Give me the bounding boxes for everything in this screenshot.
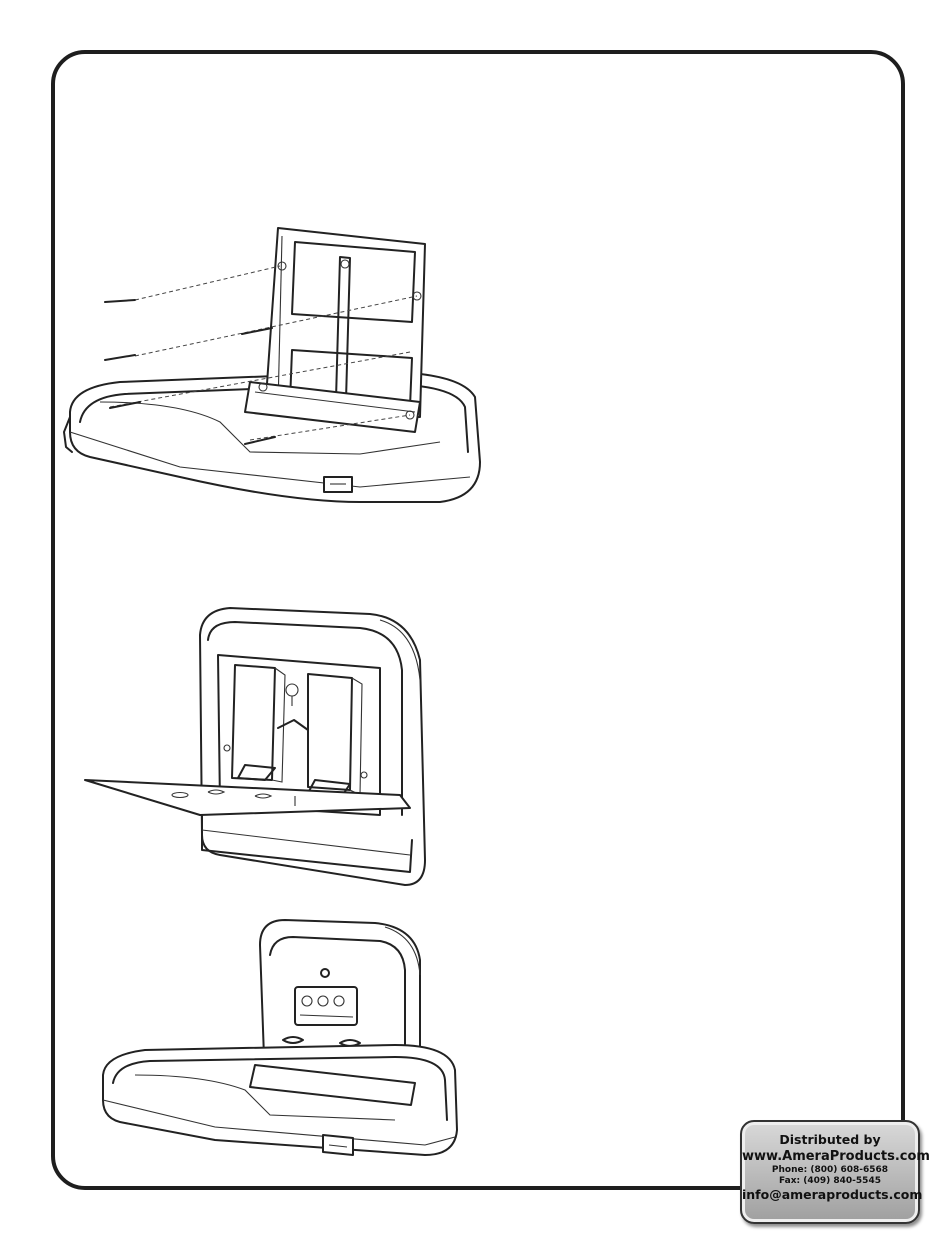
- changing-station-installed-icon: [95, 915, 470, 1170]
- distributor-email[interactable]: info@ameraproducts.com: [742, 1187, 918, 1203]
- changing-station-rear-view-icon: [80, 600, 440, 895]
- rear-panel-illustration: [80, 600, 440, 895]
- mounting-bracket-illustration: [60, 222, 490, 522]
- distributor-phone: Phone: (800) 608-6568: [742, 1165, 918, 1176]
- distributor-badge: Distributed by www.AmeraProducts.com Pho…: [740, 1120, 920, 1224]
- distributor-fax: Fax: (409) 840-5545: [742, 1176, 918, 1187]
- distributor-heading: Distributed by: [742, 1132, 918, 1148]
- installed-unit-illustration: [95, 915, 470, 1170]
- distributor-website[interactable]: www.AmeraProducts.com: [742, 1148, 918, 1165]
- changing-station-open-with-bracket-icon: [60, 222, 490, 522]
